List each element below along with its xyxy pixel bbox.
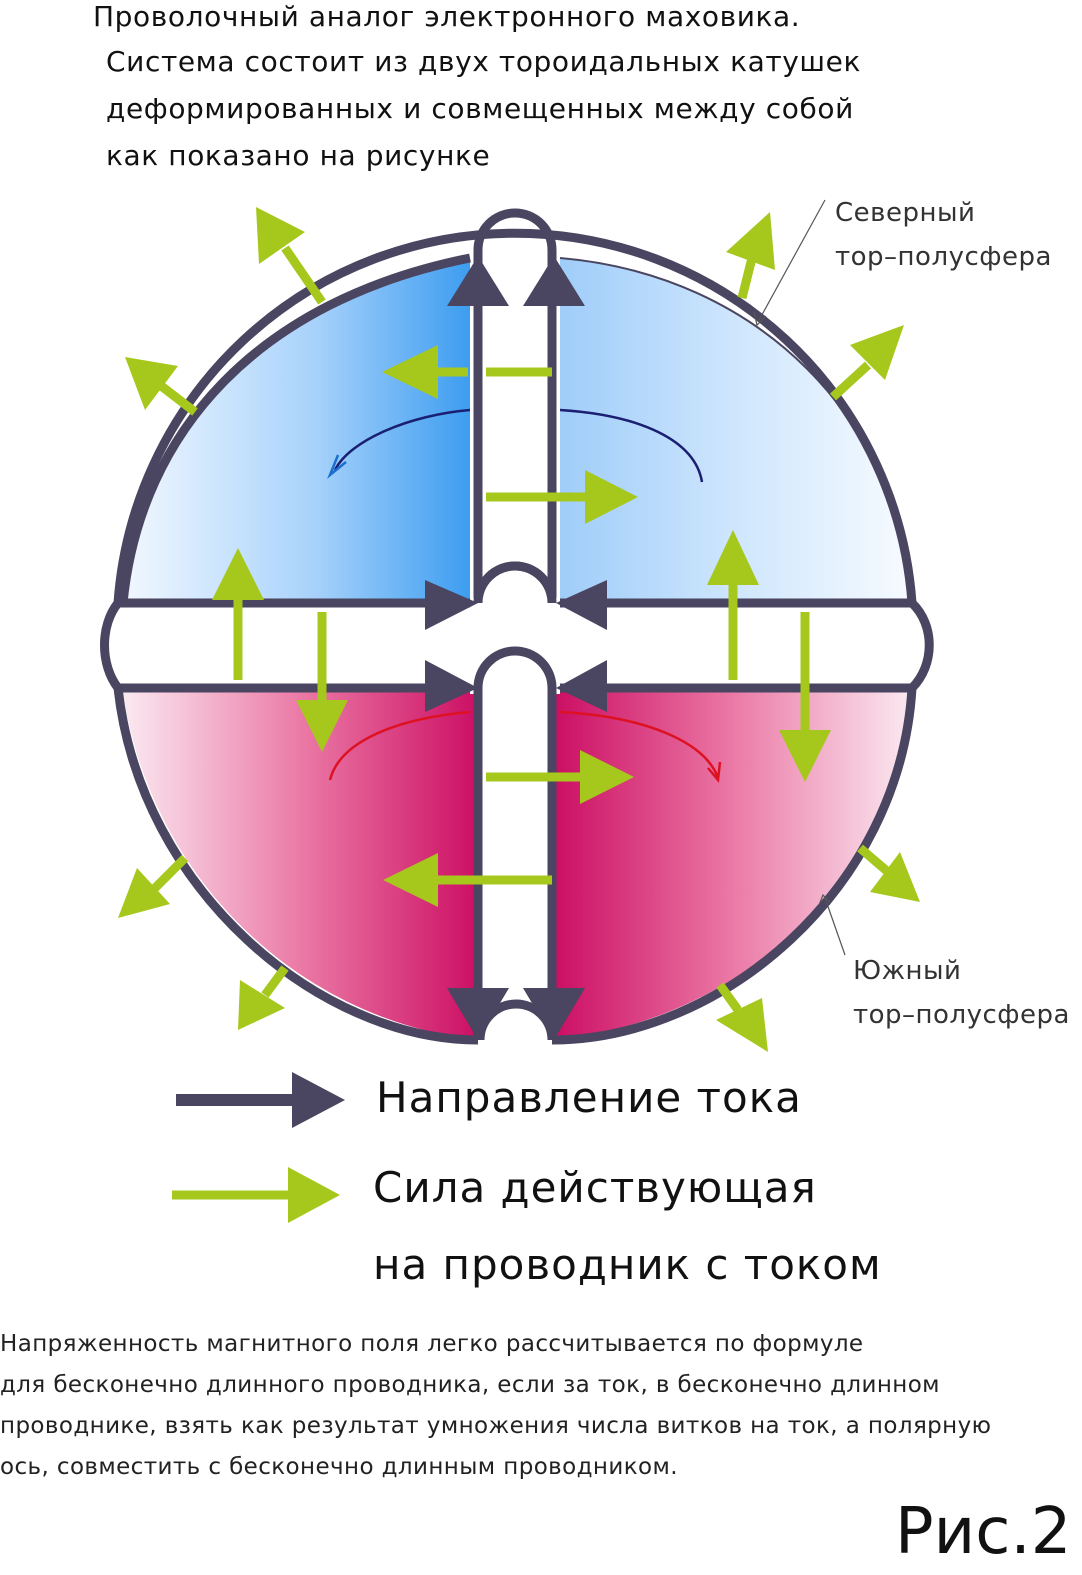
south-rotation-head bbox=[707, 761, 722, 784]
north-inner-outline-right bbox=[559, 257, 913, 604]
note-line-2: для бесконечно длинного проводника, если… bbox=[0, 1372, 940, 1398]
current-arrows bbox=[425, 256, 607, 1040]
south-label-leader bbox=[824, 897, 846, 956]
north-fill-left bbox=[123, 258, 470, 603]
current-arrow-up-left bbox=[447, 256, 509, 306]
force-arrow-out-sse bbox=[716, 998, 768, 1052]
current-arrow-in-north-left bbox=[425, 580, 478, 630]
current-arrow-in-south-left bbox=[425, 660, 478, 712]
force-arrow-out-nne bbox=[726, 212, 775, 270]
force-arrow-lens-up-left bbox=[212, 548, 264, 600]
south-fill-left bbox=[122, 688, 478, 1040]
force-arrow-north-right-inner bbox=[585, 470, 638, 524]
note-line-1: Напряженность магнитного поля легко расс… bbox=[0, 1331, 864, 1357]
force-arrows bbox=[118, 207, 920, 1052]
north-outer-shell bbox=[113, 228, 917, 604]
north-rotation-arc bbox=[333, 408, 704, 483]
north-label-leader bbox=[757, 199, 826, 323]
legend-force-label-line-1: Сила действующая bbox=[373, 1163, 817, 1212]
force-arrow-north-left-inner bbox=[382, 345, 438, 399]
legend-current-symbol bbox=[176, 1072, 345, 1128]
south-fill-right bbox=[556, 688, 912, 1040]
current-arrow-in-south-right bbox=[556, 660, 607, 712]
current-arrow-up-right bbox=[523, 256, 585, 306]
force-arrow-out-sw bbox=[118, 868, 170, 918]
legend-force-symbol bbox=[172, 1167, 340, 1223]
force-arrow-out-se bbox=[870, 852, 920, 902]
note-line-3: проводнике, взять как результат умножени… bbox=[0, 1413, 992, 1439]
current-arrow-down-right bbox=[523, 988, 585, 1040]
current-arrow-in-north-right bbox=[556, 580, 607, 630]
south-label-line-1: Южный bbox=[853, 956, 962, 986]
south-rotation-arc bbox=[328, 710, 720, 781]
header-line-3: деформированных и совмещенных между собо… bbox=[106, 92, 854, 125]
legend-force-label-line-2: на проводник с током bbox=[373, 1240, 882, 1289]
force-arrow-out-ne bbox=[850, 325, 904, 380]
force-arrow-out-nw bbox=[125, 357, 178, 410]
note-line-4: ось, совместить с бесконечно длинным про… bbox=[0, 1454, 678, 1480]
south-outer-shell bbox=[113, 687, 917, 1045]
north-inner-outline bbox=[118, 253, 471, 604]
force-arrow-lens-down-left bbox=[296, 700, 348, 752]
header-line-2: Система состоит из двух тороидальных кат… bbox=[106, 45, 861, 78]
north-label-line-1: Северный bbox=[835, 198, 976, 228]
header-line-4: как показано на рисунке bbox=[106, 139, 491, 172]
force-arrow-south-left-inner bbox=[383, 853, 438, 907]
force-arrow-out-nnw bbox=[256, 207, 305, 264]
force-arrow-out-ssw bbox=[238, 980, 285, 1030]
figure-label: Рис.2 bbox=[895, 1495, 1072, 1569]
north-fill-right bbox=[560, 258, 912, 603]
force-arrow-lens-up-right bbox=[707, 530, 759, 585]
lens-center-gap bbox=[470, 598, 560, 694]
current-arrow-down-left bbox=[447, 988, 509, 1040]
south-label-line-2: тор–полусфера bbox=[853, 1000, 1070, 1030]
south-central-tube bbox=[473, 646, 557, 1040]
header-line-1: Проволочный аналог электронного маховика… bbox=[93, 0, 801, 33]
north-label-line-2: тор–полусфера bbox=[835, 242, 1052, 272]
north-rotation-head bbox=[327, 454, 347, 480]
force-arrow-lens-down-right bbox=[779, 730, 831, 782]
north-central-tube bbox=[473, 208, 557, 603]
legend-current-label: Направление тока bbox=[376, 1073, 802, 1122]
force-arrow-south-right-inner bbox=[580, 750, 634, 804]
